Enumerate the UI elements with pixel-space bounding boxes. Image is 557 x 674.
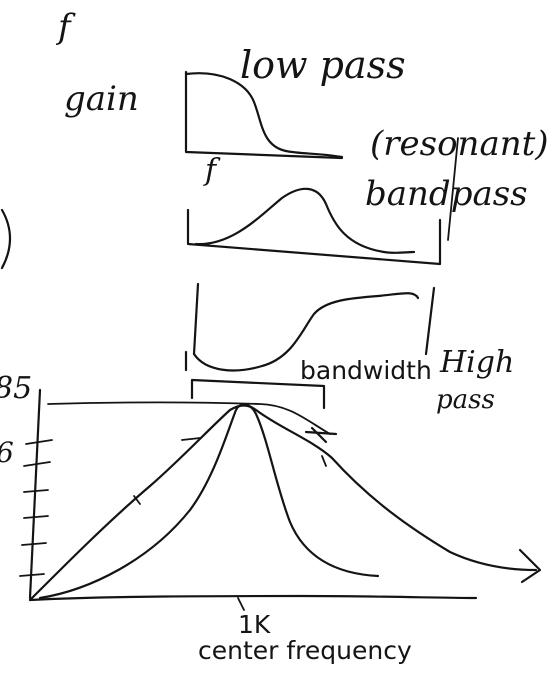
handwritten-tick-6: 6 [0, 436, 14, 469]
handwritten-lowpass: low pass [240, 43, 406, 87]
handwritten-gain: gain [64, 79, 139, 119]
lowpass-curve [184, 72, 344, 159]
bandwidth-markers [133, 426, 338, 505]
bandwidth-bracket [190, 378, 326, 410]
handwritten-f-mid: f [203, 153, 221, 188]
highpass-axes [192, 282, 200, 356]
handwritten-pass: pass [436, 385, 495, 415]
handwritten-tick-85: 85 [0, 371, 32, 406]
center-frequency-caption: center frequency [198, 636, 412, 665]
center-frequency-value: 1K [238, 610, 271, 639]
handwritten-bandpass: bandpass [365, 174, 528, 214]
handwritten-f-top: f [55, 7, 76, 47]
highpass-curve [192, 292, 420, 372]
bandpass-divider [447, 137, 459, 241]
main-y-axis-ticks [19, 439, 53, 577]
resonance-curve-wide [28, 404, 538, 602]
lowpass-axes [184, 70, 344, 160]
handwritten-high: High [439, 345, 514, 380]
bandwidth-label: bandwidth [300, 356, 432, 385]
center-frequency-marker [237, 597, 245, 611]
highpass-right-bracket [424, 286, 436, 356]
resonance-curve-narrow [38, 403, 380, 600]
bandpass-axes [186, 208, 442, 266]
handwritten-resonant: (resonant) [370, 124, 549, 164]
left-edge-arc [0, 208, 12, 270]
bandpass-curve [194, 187, 416, 254]
main-y-axis [28, 388, 42, 600]
main-x-axis [28, 594, 478, 602]
reference-line [47, 401, 331, 435]
resonance-curve-arrow [518, 548, 542, 584]
